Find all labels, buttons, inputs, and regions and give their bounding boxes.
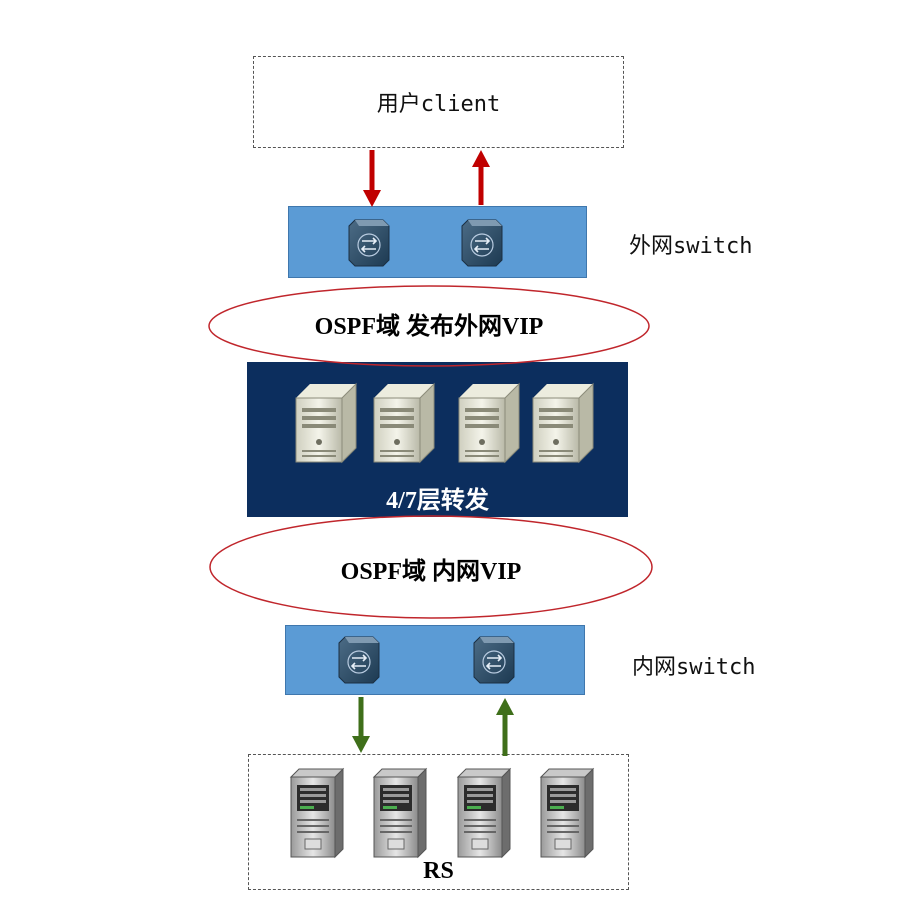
client-box: 用户client xyxy=(253,56,624,148)
real-servers-label: RS xyxy=(423,858,454,884)
arrow-down-external xyxy=(363,150,381,207)
server-icon xyxy=(532,383,594,463)
server-icon xyxy=(295,383,357,463)
lb-cluster-label: 4/7层转发 xyxy=(386,488,489,514)
client-label: 用户client xyxy=(376,92,501,117)
rack-server-icon xyxy=(457,768,511,858)
arrow-up-external xyxy=(472,150,490,205)
server-icon xyxy=(373,383,435,463)
server-icon xyxy=(458,383,520,463)
external-switch-label: 外网switch xyxy=(629,234,753,259)
ospf-external-label: OSPF域 发布外网VIP xyxy=(314,314,544,340)
internal-switch-label: 内网switch xyxy=(632,655,756,680)
router-icon xyxy=(338,636,380,684)
real-servers-box xyxy=(248,754,629,890)
ospf-internal-label: OSPF域 内网VIP xyxy=(340,559,522,585)
external-switch-bar xyxy=(288,206,587,278)
rack-server-icon xyxy=(540,768,594,858)
rack-server-icon xyxy=(373,768,427,858)
internal-switch-bar xyxy=(285,625,585,695)
router-icon xyxy=(473,636,515,684)
router-icon xyxy=(461,219,503,267)
arrow-up-internal xyxy=(496,698,514,756)
rack-server-icon xyxy=(290,768,344,858)
router-icon xyxy=(348,219,390,267)
ospf-external-ellipse xyxy=(208,285,650,367)
ospf-internal-ellipse xyxy=(209,515,653,619)
arrow-down-internal xyxy=(352,697,370,753)
